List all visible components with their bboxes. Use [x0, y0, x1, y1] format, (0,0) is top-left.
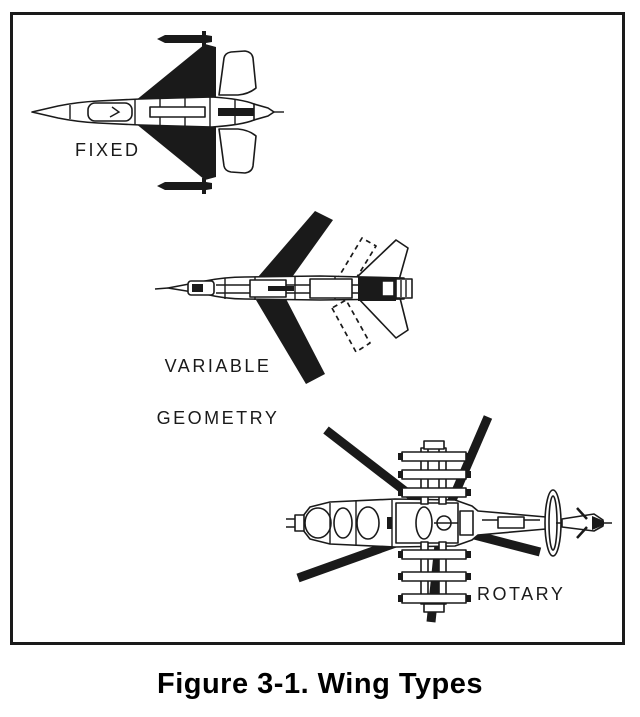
dashed-wing-position-bottom	[331, 299, 371, 353]
canopy	[87, 102, 133, 122]
swept-wing-top	[258, 211, 333, 287]
wingtip-missile-bottom	[157, 178, 212, 194]
variable-geometry-label-line1: VARIABLE	[164, 356, 272, 376]
fixed-wing-label: FIXED	[75, 140, 141, 160]
swept-wing-bottom	[256, 295, 325, 384]
stabilizer-bottom	[218, 128, 257, 174]
exhaust-nozzle	[253, 103, 275, 121]
variable-geometry-label: VARIABLE GEOMETRY	[150, 327, 286, 457]
figure-caption: Figure 3-1. Wing Types	[156, 668, 484, 700]
variable-geometry-aircraft-drawing	[154, 211, 413, 384]
stub-wing-pylons-upper	[398, 440, 471, 505]
exhaust-nozzle	[395, 278, 413, 299]
stub-wing-pylons-lower	[398, 541, 471, 613]
stabilizer-top	[218, 50, 257, 96]
dorsal-spine	[218, 108, 262, 116]
rotary-wing-helicopter-drawing	[286, 415, 612, 623]
rotary-wing-label: ROTARY	[477, 584, 566, 604]
fixed-wing-aircraft-drawing	[31, 31, 284, 194]
nose-sensor	[304, 507, 332, 539]
tail-stabilizer-top	[355, 239, 409, 281]
variable-geometry-label-line2: GEOMETRY	[156, 408, 280, 428]
rear-cockpit	[356, 506, 380, 540]
front-cockpit	[333, 507, 353, 539]
wingtip-missile-top	[157, 31, 212, 47]
